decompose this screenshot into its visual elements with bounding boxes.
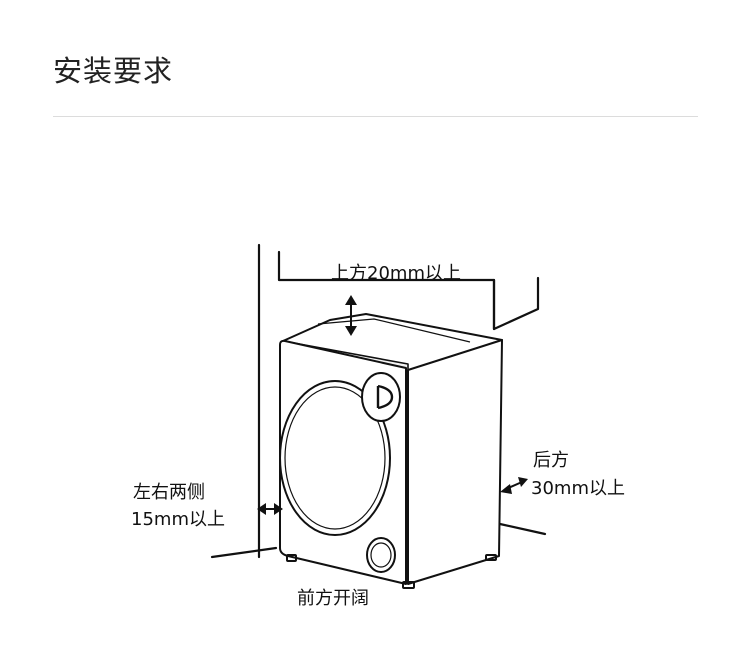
door-inner	[284, 386, 386, 530]
foot-front-left	[286, 554, 297, 562]
display-icon	[376, 384, 394, 410]
double-arrow-horizontal-icon	[257, 503, 283, 515]
rear-floor-line	[498, 522, 547, 536]
side-clearance-value: 15mm以上	[131, 509, 225, 530]
foot-rear	[485, 554, 497, 561]
top-clearance-label: 上方20mm以上	[331, 263, 461, 284]
rear-clearance-title: 后方	[533, 450, 569, 471]
double-arrow-diagonal-icon	[500, 477, 528, 494]
title-divider	[53, 116, 698, 117]
rear-clearance-value: 30mm以上	[531, 478, 625, 499]
page-title: 安装要求	[53, 54, 174, 88]
control-knob	[361, 372, 401, 422]
machine-side	[407, 339, 503, 585]
double-arrow-vertical-icon	[345, 295, 357, 336]
side-clearance-title: 左右两侧	[133, 482, 205, 503]
front-clearance-label: 前方开阔	[297, 588, 369, 609]
door-outer	[279, 380, 391, 536]
side-wall	[210, 243, 278, 559]
washing-machine	[279, 313, 503, 589]
foot-front-right	[402, 581, 415, 589]
